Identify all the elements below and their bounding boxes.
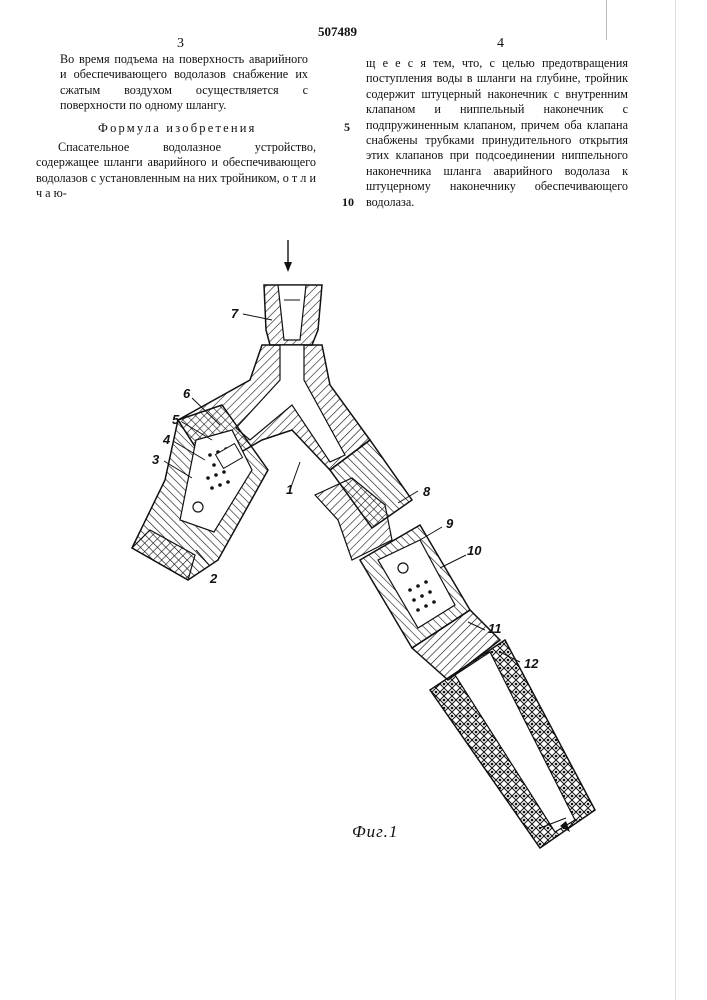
callout-12: 12: [524, 656, 539, 671]
callout-3: 3: [152, 452, 160, 467]
callout-6: 6: [183, 386, 191, 401]
hose: [412, 610, 595, 848]
callout-8: 8: [423, 484, 431, 499]
inlet-arrow: [284, 240, 292, 272]
callout-2: 2: [209, 571, 218, 586]
callout-1: 1: [286, 482, 293, 497]
callout-10: 10: [467, 543, 482, 558]
callout-7: 7: [231, 306, 239, 321]
callout-11: 11: [488, 621, 502, 636]
inlet-fitting: [264, 285, 322, 345]
figure-caption: Фиг.1: [352, 822, 398, 842]
callout-9: 9: [446, 516, 454, 531]
right-branch: [315, 440, 470, 648]
callout-5: 5: [172, 412, 180, 427]
callout-4: 4: [162, 432, 171, 447]
